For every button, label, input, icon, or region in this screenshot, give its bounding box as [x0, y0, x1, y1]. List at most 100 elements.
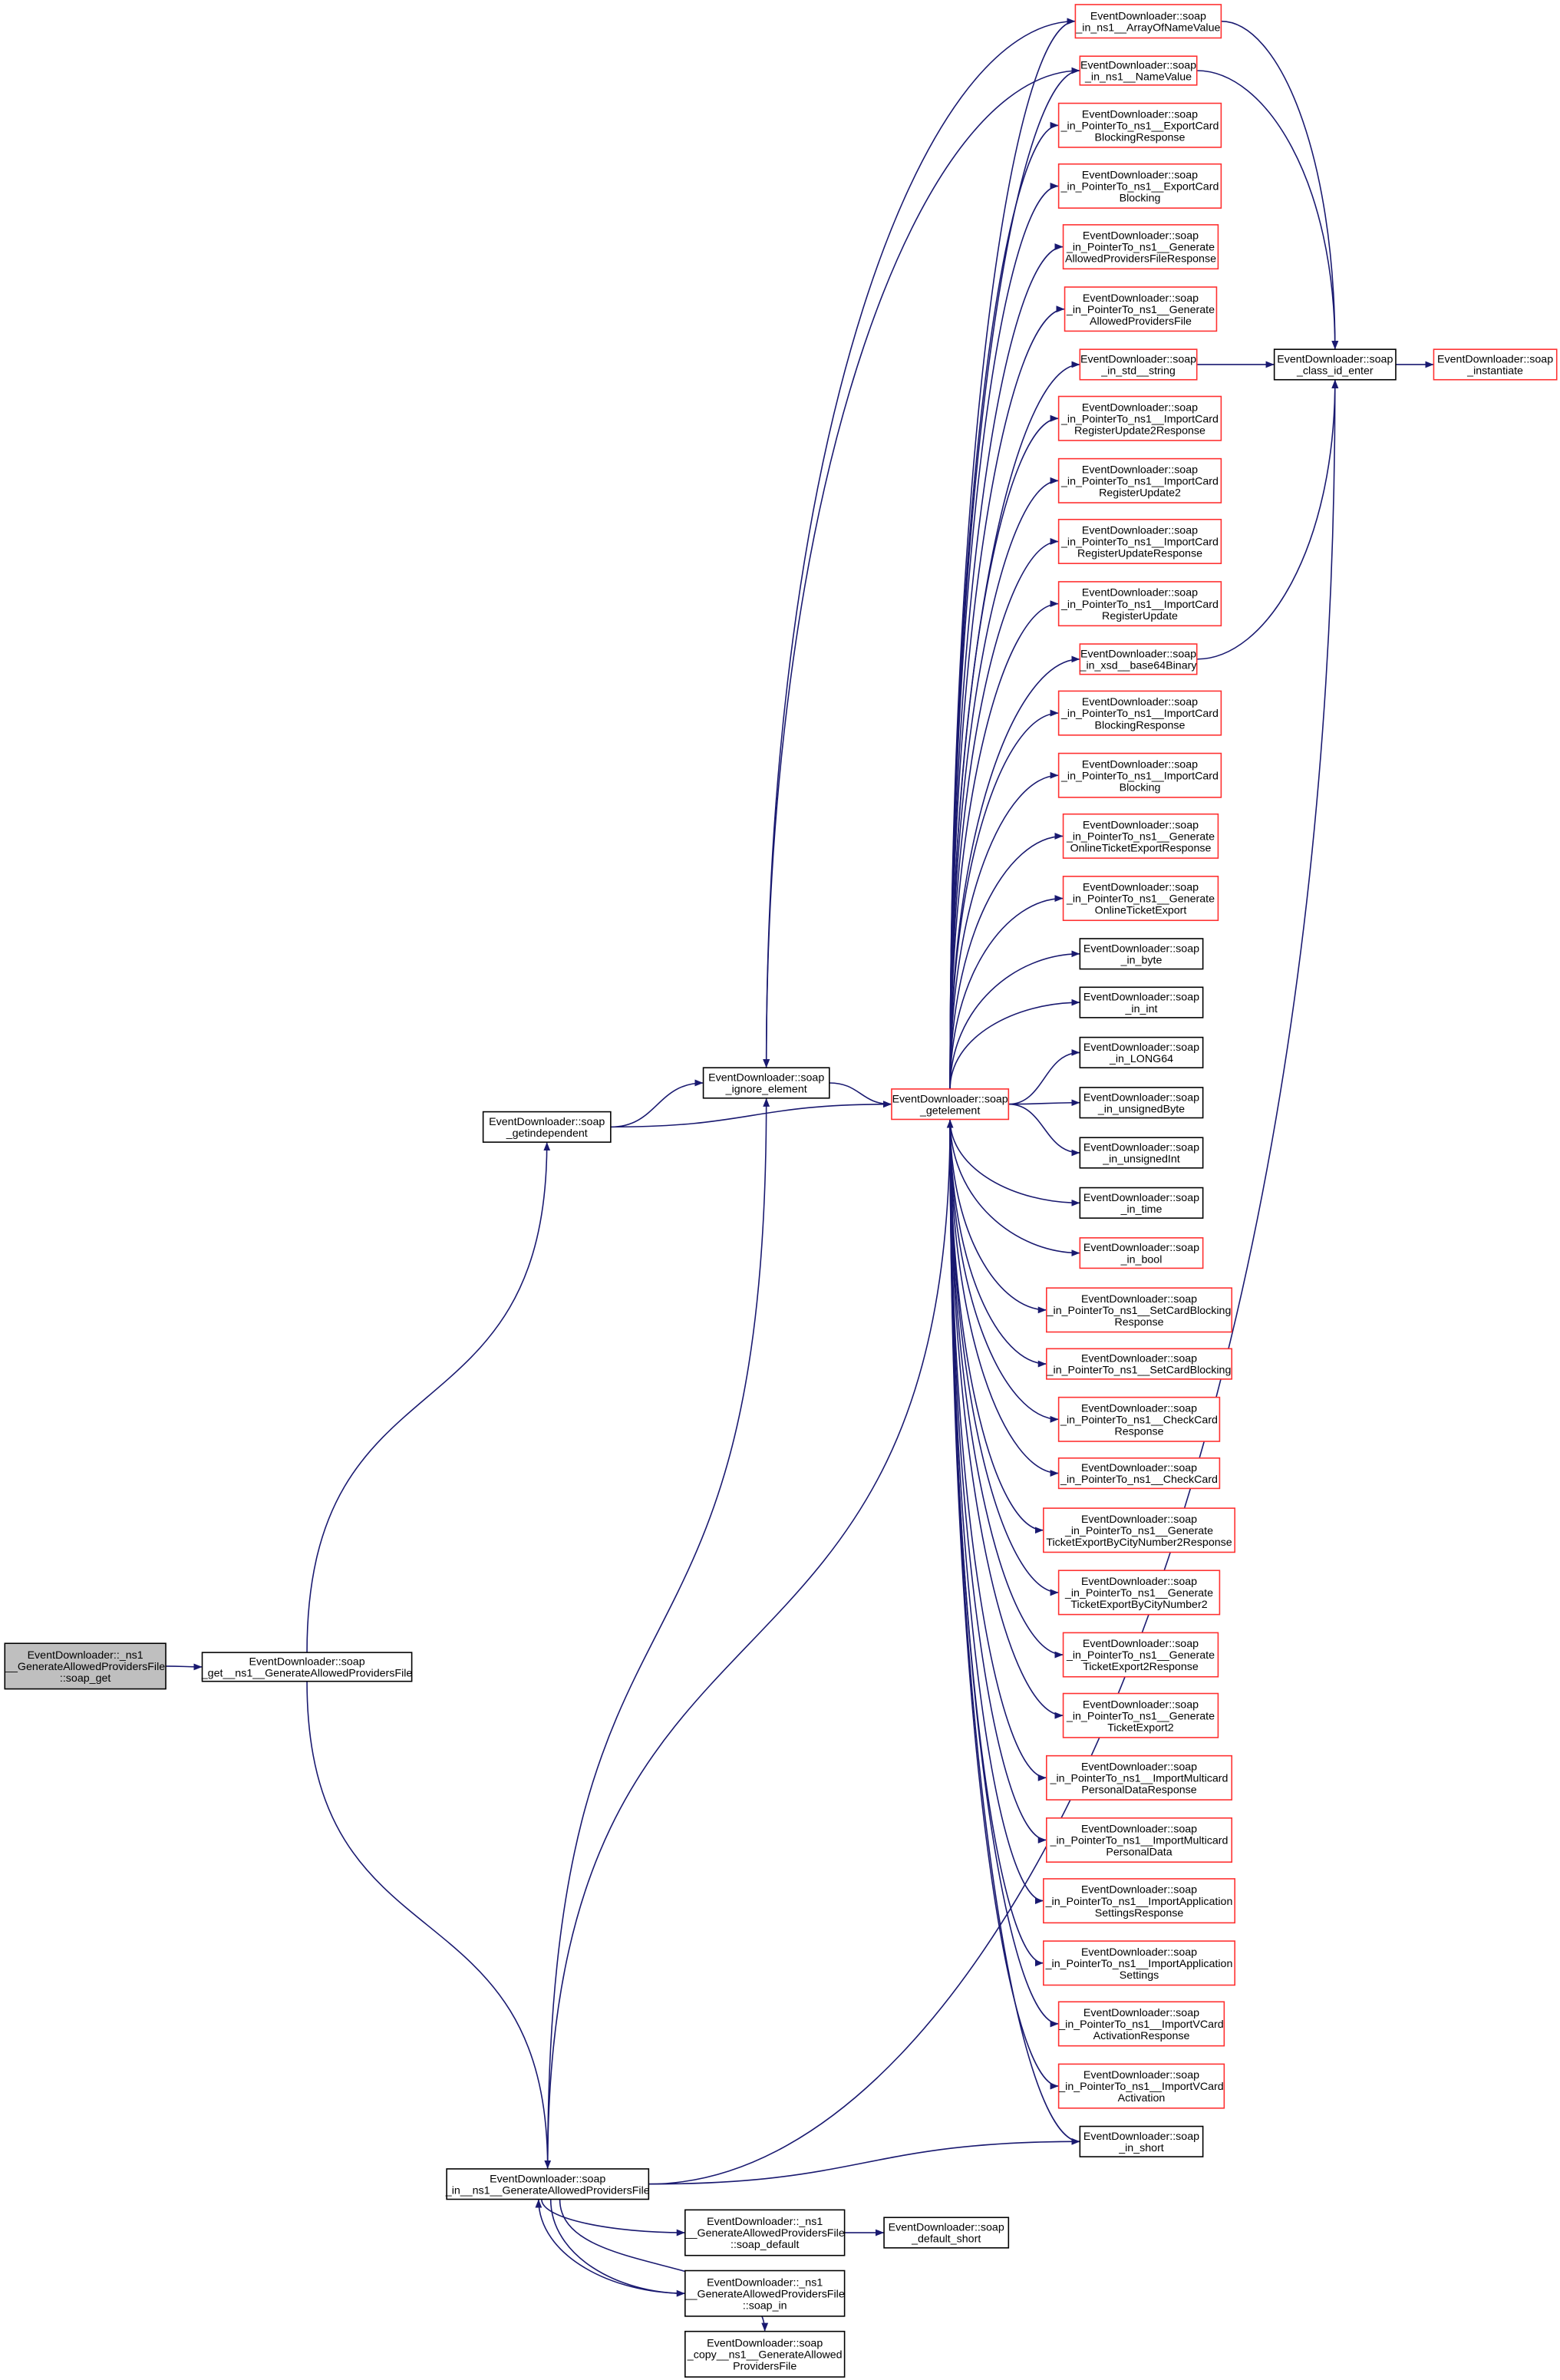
- node-label-line: EventDownloader::soap: [1082, 108, 1198, 120]
- node-label-line: EventDownloader::soap: [1081, 1576, 1197, 1588]
- node-label-line: EventDownloader::soap: [1081, 1761, 1197, 1773]
- node-r6[interactable]: EventDownloader::soap_in_PointerTo_ns1__…: [1064, 286, 1218, 332]
- node-r31[interactable]: EventDownloader::soap_in_PointerTo_ns1__…: [1062, 1692, 1219, 1738]
- node-r12[interactable]: EventDownloader::soap_in_xsd__base64Bina…: [1079, 643, 1198, 675]
- node-box: [1046, 1287, 1233, 1333]
- node-r9[interactable]: EventDownloader::soap_in_PointerTo_ns1__…: [1057, 457, 1222, 503]
- node-label-line: _in_xsd__base64Binary: [1080, 660, 1198, 672]
- call-edge-getelement-to-r33: [949, 1119, 1047, 1844]
- node-r16[interactable]: EventDownloader::soap_in_PointerTo_ns1__…: [1062, 876, 1219, 922]
- call-edge-getelement-to-r26: [949, 1119, 1059, 1423]
- node-soap-in[interactable]: EventDownloader::_ns1__GenerateAllowedPr…: [684, 2269, 846, 2317]
- node-r7[interactable]: EventDownloader::soap_in_std__string: [1079, 348, 1198, 381]
- node-label-line: EventDownloader::soap: [1083, 292, 1199, 305]
- node-box: [1057, 102, 1222, 148]
- node-r21[interactable]: EventDownloader::soap_in_unsignedInt: [1079, 1137, 1204, 1169]
- node-label-line: _in_PointerTo_ns1__ImportVCard: [1058, 2081, 1223, 2093]
- node-r4[interactable]: EventDownloader::soap_in_PointerTo_ns1__…: [1057, 163, 1222, 209]
- node-r10[interactable]: EventDownloader::soap_in_PointerTo_ns1__…: [1057, 519, 1222, 564]
- node-r24[interactable]: EventDownloader::soap_in_PointerTo_ns1__…: [1046, 1287, 1233, 1333]
- node-label-line: TicketExportByCityNumber2: [1070, 1599, 1207, 1611]
- node-r25[interactable]: EventDownloader::soap_in_PointerTo_ns1__…: [1046, 1348, 1233, 1380]
- node-r27[interactable]: EventDownloader::soap_in_PointerTo_ns1__…: [1057, 1457, 1221, 1490]
- node-r15[interactable]: EventDownloader::soap_in_PointerTo_ns1__…: [1062, 813, 1219, 859]
- node-r11[interactable]: EventDownloader::soap_in_PointerTo_ns1__…: [1057, 581, 1222, 627]
- node-r23[interactable]: EventDownloader::soap_in_bool: [1079, 1237, 1204, 1269]
- call-edge-getelement-to-r20: [1008, 1099, 1080, 1107]
- node-r36[interactable]: EventDownloader::soap_in_PointerTo_ns1__…: [1057, 2001, 1225, 2047]
- node-r37[interactable]: EventDownloader::soap_in_PointerTo_ns1__…: [1057, 2063, 1225, 2109]
- node-label-line: _getelement: [919, 1104, 980, 1117]
- node-getelement[interactable]: EventDownloader::soap_getelement: [891, 1088, 1010, 1121]
- call-edge-root-to-soap_get: [166, 1663, 203, 1671]
- node-label-line: _in_PointerTo_ns1__ImportCard: [1060, 413, 1219, 425]
- node-box: [1273, 348, 1397, 381]
- node-r38[interactable]: EventDownloader::soap_in_short: [1079, 2125, 1204, 2157]
- node-soap-default[interactable]: EventDownloader::_ns1__GenerateAllowedPr…: [684, 2209, 846, 2256]
- node-label-line: OnlineTicketExport: [1095, 905, 1187, 917]
- node-r20[interactable]: EventDownloader::soap_in_unsignedByte: [1079, 1087, 1204, 1119]
- node-r3[interactable]: EventDownloader::soap_in_PointerTo_ns1__…: [1057, 102, 1222, 148]
- node-box: [1057, 457, 1222, 503]
- node-r8[interactable]: EventDownloader::soap_in_PointerTo_ns1__…: [1057, 395, 1222, 441]
- node-label-line: EventDownloader::soap: [1082, 587, 1198, 599]
- node-label-line: EventDownloader::soap: [1082, 696, 1198, 708]
- node-label-line: EventDownloader::soap: [489, 1116, 605, 1128]
- node-r28[interactable]: EventDownloader::soap_in_PointerTo_ns1__…: [1043, 1507, 1235, 1553]
- node-label-line: _in_ns1__NameValue: [1084, 71, 1192, 84]
- node-r1[interactable]: EventDownloader::soap_in_ns1__ArrayOfNam…: [1074, 4, 1222, 39]
- node-r26[interactable]: EventDownloader::soap_in_PointerTo_ns1__…: [1057, 1396, 1221, 1442]
- node-soap-get[interactable]: EventDownloader::soap_get__ns1__Generate…: [201, 1652, 413, 1682]
- call-edge-r1-to-ignore_element: [763, 20, 1076, 1068]
- node-label-line: EventDownloader::soap: [1083, 1638, 1199, 1650]
- node-label-line: PersonalData: [1106, 1847, 1172, 1859]
- node-r19[interactable]: EventDownloader::soap_in_LONG64: [1079, 1036, 1204, 1068]
- node-r17[interactable]: EventDownloader::soap_in_byte: [1079, 938, 1204, 970]
- node-r22[interactable]: EventDownloader::soap_in_time: [1079, 1187, 1204, 1219]
- node-box: [891, 1088, 1010, 1121]
- node-label-line: ::soap_default: [731, 2239, 799, 2251]
- node-box: [684, 2269, 846, 2317]
- node-label-line: Response: [1114, 1426, 1163, 1438]
- node-r5[interactable]: EventDownloader::soap_in_PointerTo_ns1__…: [1062, 224, 1219, 270]
- node-label-line: Settings: [1120, 1969, 1159, 1982]
- call-edge-getelement-to-r6: [949, 305, 1065, 1089]
- call-edge-getelement-to-r8: [949, 414, 1059, 1089]
- node-root[interactable]: EventDownloader::_ns1__GenerateAllowedPr…: [4, 1642, 167, 1690]
- node-label-line: _in_PointerTo_ns1__CheckCard: [1060, 1414, 1218, 1426]
- node-box: [4, 1642, 167, 1690]
- node-label-line: EventDownloader::soap: [1083, 1698, 1199, 1711]
- node-label-line: EventDownloader::soap: [1081, 1946, 1197, 1959]
- node-label-line: _in_PointerTo_ns1__SetCardBlocking: [1047, 1305, 1232, 1317]
- edges-layer: [166, 18, 1434, 2332]
- node-label-line: Blocking: [1120, 193, 1161, 205]
- node-r33[interactable]: EventDownloader::soap_in_PointerTo_ns1__…: [1046, 1817, 1233, 1863]
- node-r13[interactable]: EventDownloader::soap_in_PointerTo_ns1__…: [1057, 690, 1222, 736]
- node-default-short[interactable]: EventDownloader::soap_default_short: [883, 2217, 1010, 2249]
- node-r34[interactable]: EventDownloader::soap_in_PointerTo_ns1__…: [1043, 1878, 1235, 1924]
- node-r29[interactable]: EventDownloader::soap_in_PointerTo_ns1__…: [1057, 1570, 1221, 1616]
- node-box: [1057, 2063, 1225, 2109]
- node-class-id-enter[interactable]: EventDownloader::soap_class_id_enter: [1273, 348, 1397, 381]
- call-edge-in_generate-to-ignore_element: [546, 1098, 770, 2169]
- node-label-line: _in_PointerTo_ns1__Generate: [1066, 893, 1215, 906]
- node-label-line: _in_PointerTo_ns1__ExportCard: [1060, 120, 1219, 132]
- call-edge-getelement-to-r31: [949, 1119, 1064, 1719]
- node-in-generate[interactable]: EventDownloader::soap_in__ns1__GenerateA…: [445, 2168, 650, 2200]
- node-soap-copy[interactable]: EventDownloader::soap_copy__ns1__Generat…: [684, 2330, 846, 2378]
- call-edge-r12-to-class_id_enter: [1196, 379, 1339, 660]
- call-edge-getelement-to-r18: [949, 999, 1080, 1089]
- node-r14[interactable]: EventDownloader::soap_in_PointerTo_ns1__…: [1057, 752, 1222, 798]
- node-getindependent[interactable]: EventDownloader::soap_getindependent: [482, 1111, 612, 1143]
- node-r35[interactable]: EventDownloader::soap_in_PointerTo_ns1__…: [1043, 1940, 1235, 1986]
- node-r18[interactable]: EventDownloader::soap_in_int: [1079, 986, 1204, 1018]
- call-edge-getelement-to-r34: [949, 1119, 1044, 1905]
- node-r2[interactable]: EventDownloader::soap_in_ns1__NameValue: [1079, 55, 1198, 86]
- node-instantiate[interactable]: EventDownloader::soap_instantiate: [1433, 348, 1558, 381]
- node-r30[interactable]: EventDownloader::soap_in_PointerTo_ns1__…: [1062, 1632, 1219, 1678]
- call-edge-getelement-to-r11: [949, 600, 1059, 1089]
- node-ignore-element[interactable]: EventDownloader::soap_ignore_element: [702, 1067, 830, 1099]
- node-r32[interactable]: EventDownloader::soap_in_PointerTo_ns1__…: [1046, 1754, 1233, 1801]
- node-label-line: _in_PointerTo_ns1__ImportCard: [1060, 475, 1219, 487]
